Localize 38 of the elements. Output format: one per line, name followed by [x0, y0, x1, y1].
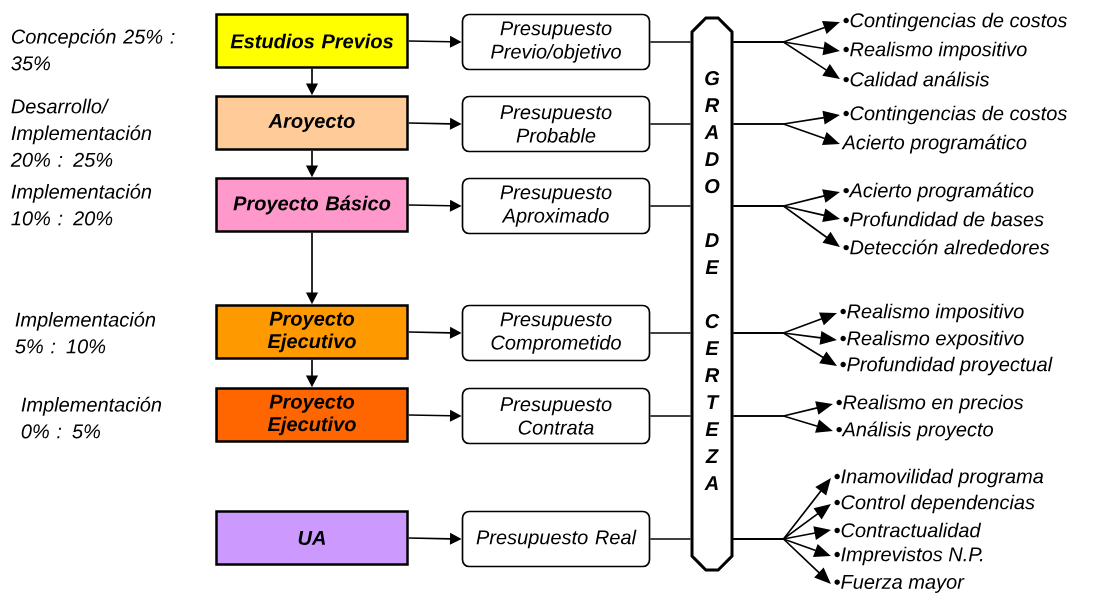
- criterion-text: •Realismo impositivo: [843, 41, 1027, 61]
- criterion-text: •Acierto programático: [843, 182, 1034, 202]
- budget-box: Presupuesto Contrata: [461, 387, 651, 445]
- budget-box: Presupuesto Comprometido: [461, 304, 651, 362]
- arrow: [732, 538, 831, 584]
- phase-label: Implementación 10% : 20%: [11, 183, 152, 226]
- phase-label: Implementación 5% : 10%: [15, 311, 156, 354]
- criterion-text: •Profundidad proyectual: [840, 356, 1053, 376]
- phase-box: Proyecto Ejecutivo: [215, 304, 409, 360]
- budget-box: Presupuesto Real: [461, 510, 651, 568]
- criterion-text: •Realismo expositivo: [840, 330, 1024, 350]
- phase-box: Proyecto Ejecutivo: [215, 387, 409, 443]
- phase-label: Desarrollo/ Implementación 20% : 25%: [10, 98, 152, 167]
- criterion-text: •Profundidad de bases: [843, 211, 1044, 227]
- criterion-text: •Realismo en precios: [836, 394, 1024, 414]
- criterion-text: •Análisis proyecto: [836, 421, 993, 441]
- criterion-text: •Inamovilidad programa: [834, 468, 1044, 488]
- criterion-text: •Realismo impositivo: [840, 303, 1024, 323]
- budget-box: Presupuesto Aproximado: [461, 177, 651, 235]
- criterion-text: •Fuerza mayor: [834, 575, 965, 593]
- arrow: [732, 205, 840, 247]
- criterion-text: •Contingencias de costos: [843, 105, 1067, 125]
- criterion-text: •Detección alrededores: [843, 239, 1050, 255]
- criterion-text: •Calidad análisis: [843, 71, 990, 87]
- phase-box: UA: [215, 510, 409, 566]
- criterion-text: •Contractualidad: [834, 522, 982, 538]
- criterion-text: •Contingencias de costos: [843, 12, 1067, 32]
- criterion-text: Acierto programático: [841, 134, 1027, 154]
- phase-label: Implementación 0% : 5%: [21, 396, 162, 439]
- phase-box: Proyecto Básico: [215, 177, 409, 233]
- budget-box: Presupuesto Probable: [461, 95, 651, 153]
- phase-box: Estudios Previos: [215, 13, 409, 69]
- phase-label: Concepción 25% : 35%: [11, 28, 175, 71]
- phase-box: Aroyecto: [215, 95, 409, 151]
- certainty-band: GRADO DE CERTEZA: [690, 16, 734, 572]
- criterion-text: •Imprevistos N.P.: [834, 546, 983, 566]
- budget-box: Presupuesto Previo/objetivo: [461, 13, 651, 71]
- criterion-text: •Control dependencias: [834, 494, 1035, 514]
